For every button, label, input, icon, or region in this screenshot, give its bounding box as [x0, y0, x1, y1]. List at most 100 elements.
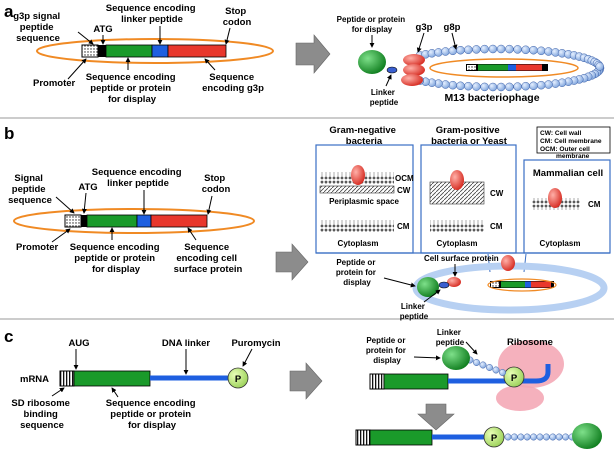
puromycin-c [227, 367, 249, 389]
panel-a-letter: a [4, 2, 14, 21]
g8p-coat-bead [536, 80, 546, 90]
peptide-display-b-line-3: display [343, 278, 371, 287]
atg-label-b: ATG [78, 182, 97, 193]
cm-membrane-pos [430, 220, 484, 232]
arrow-stop-b [206, 195, 213, 215]
signal-seq-b-line-2: peptide [12, 184, 46, 195]
promoter-block-b [64, 214, 82, 228]
linker-seq-label-b: Sequence encoding linker peptide [92, 167, 184, 189]
linker-peptide-a [386, 66, 398, 74]
peptide-chain-bead [542, 433, 550, 441]
display-seq-block-c3 [369, 429, 433, 446]
g8p-coat-bead [472, 45, 481, 54]
peptide-display-label-c: Peptide or protein for display [366, 336, 408, 365]
phage-genome-blue [508, 64, 516, 71]
phage-caption: M13 bacteriophage [444, 92, 539, 104]
surface-protein-mam [548, 188, 562, 208]
g8p-coat-bead [488, 44, 498, 54]
linker-seq-block-b [136, 214, 152, 228]
sd-block-c2 [369, 373, 385, 390]
arrow-surface-seq-b [187, 227, 197, 241]
peptide-chain-bead [555, 433, 563, 441]
g8p-coat-bead [456, 81, 465, 91]
g8p-coat-bead [480, 82, 489, 92]
peptide-chain-bead [562, 433, 570, 441]
cell-plasmid-green [501, 281, 525, 288]
cell-plasmid-blue [525, 281, 531, 288]
g8p-coat-bead [536, 46, 546, 56]
peptide-display-a-line-1: Peptide or protein [337, 15, 406, 24]
stop-b-line-1: Stop [204, 173, 225, 184]
phage-genome-red [516, 64, 542, 71]
signal-block-a [98, 45, 106, 57]
display-seq-label-b: Sequence encoding peptide or protein for… [70, 242, 162, 275]
linker-peptide-label-b: Linker peptide [400, 302, 429, 321]
peptide-display-c-line-2: protein for [366, 346, 406, 355]
g8p-coat-bead [529, 45, 538, 55]
linker-seq-b-line-1: Sequence encoding [92, 167, 182, 178]
linker-peptide-b-line-2: peptide [400, 312, 429, 321]
surface-protein-pos [450, 170, 464, 190]
peptide-chain-bead [549, 433, 557, 441]
linker-seq-label-a: Sequence encoding linker peptide [106, 3, 198, 25]
g8p-label: g8p [444, 22, 461, 33]
plasmid-ring-a [36, 38, 274, 64]
stop-codon-label-b: Stop codon [202, 173, 231, 195]
periplasmic-label: Periplasmic space [329, 197, 399, 206]
peptide-display-label-b: Peptide or protein for display [336, 258, 378, 287]
cm-label-mam: CM [588, 200, 601, 209]
linker-peptide-c-line-2: peptide [436, 338, 465, 347]
arrow-sd [51, 387, 65, 397]
peptide-display-a-line-2: for display [352, 25, 393, 34]
g8p-coat-bead [464, 45, 473, 55]
peptide-display-b-line-2: protein for [336, 268, 376, 277]
display-seq-b-line-2: peptide or protein [74, 253, 155, 264]
cm-membrane-neg [320, 220, 394, 232]
g8p-coat-bead [513, 82, 522, 91]
arrow-signal-seq-b [55, 196, 75, 214]
surface-seq-b-line-1: Sequence [184, 242, 229, 253]
cell-plasmid-ring [487, 278, 557, 292]
peptide-display-c-line-3: display [373, 356, 401, 365]
arrow-g3p-seq-a [204, 58, 216, 71]
signal-block-b [81, 215, 87, 227]
gram-positive-line-1: Gram-positive [436, 125, 500, 136]
g3p-signal-label: g3p signal peptide sequence [13, 11, 63, 44]
g8p-coat-bead [513, 45, 522, 54]
process-arrow-b [275, 243, 309, 281]
panel-b: b Signal peptide sequence ATG Sequence e… [4, 124, 611, 321]
surface-seq-label-b: Sequence encoding cell surface protein [174, 242, 243, 275]
aug-label: AUG [68, 338, 89, 349]
display-seq-label-c: Sequence encoding peptide or protein for… [106, 398, 198, 431]
g3p-seq-a-line-1: Sequence [209, 72, 254, 83]
g8p-coat-bead [496, 44, 506, 54]
stop-a-line-1: Stop [225, 6, 246, 17]
arrow-stop-a [224, 27, 231, 45]
g8p-coat-bead [464, 81, 473, 91]
display-seq-a-line-1: Sequence encoding [86, 72, 176, 83]
dna-linker-c2 [448, 364, 551, 384]
g8p-coat-bead [472, 82, 481, 91]
surface-seq-b-line-2: encoding cell [176, 253, 237, 264]
puromycin-c3 [483, 426, 505, 448]
cw-layer-neg [319, 185, 395, 194]
arrow-g8p [451, 32, 458, 50]
phage-coat-a [415, 44, 605, 92]
display-seq-b-line-3: for display [92, 264, 141, 275]
g3p-seq-a-line-2: encoding g3p [202, 83, 264, 94]
mammalian-label: Mammalian cell [533, 168, 603, 179]
ribosome-small [496, 385, 544, 411]
arrow-peptide-display-c [413, 355, 441, 361]
display-seq-block-c2 [383, 373, 449, 390]
peptide-display-b-line-1: Peptide or [336, 258, 375, 267]
display-protein-c2 [442, 346, 470, 370]
promoter-label-b: Promoter [16, 242, 59, 253]
gram-positive-label: Gram-positive bacteria or Yeast [431, 125, 508, 147]
puromycin-p-c3: P [491, 433, 498, 444]
peptide-chain-bead [536, 433, 544, 441]
sd-line-1: SD ribosome [11, 398, 70, 409]
phage-genome-green [478, 64, 508, 71]
cw-label-pos: CW [490, 189, 504, 198]
sd-line-2: binding [24, 409, 58, 420]
